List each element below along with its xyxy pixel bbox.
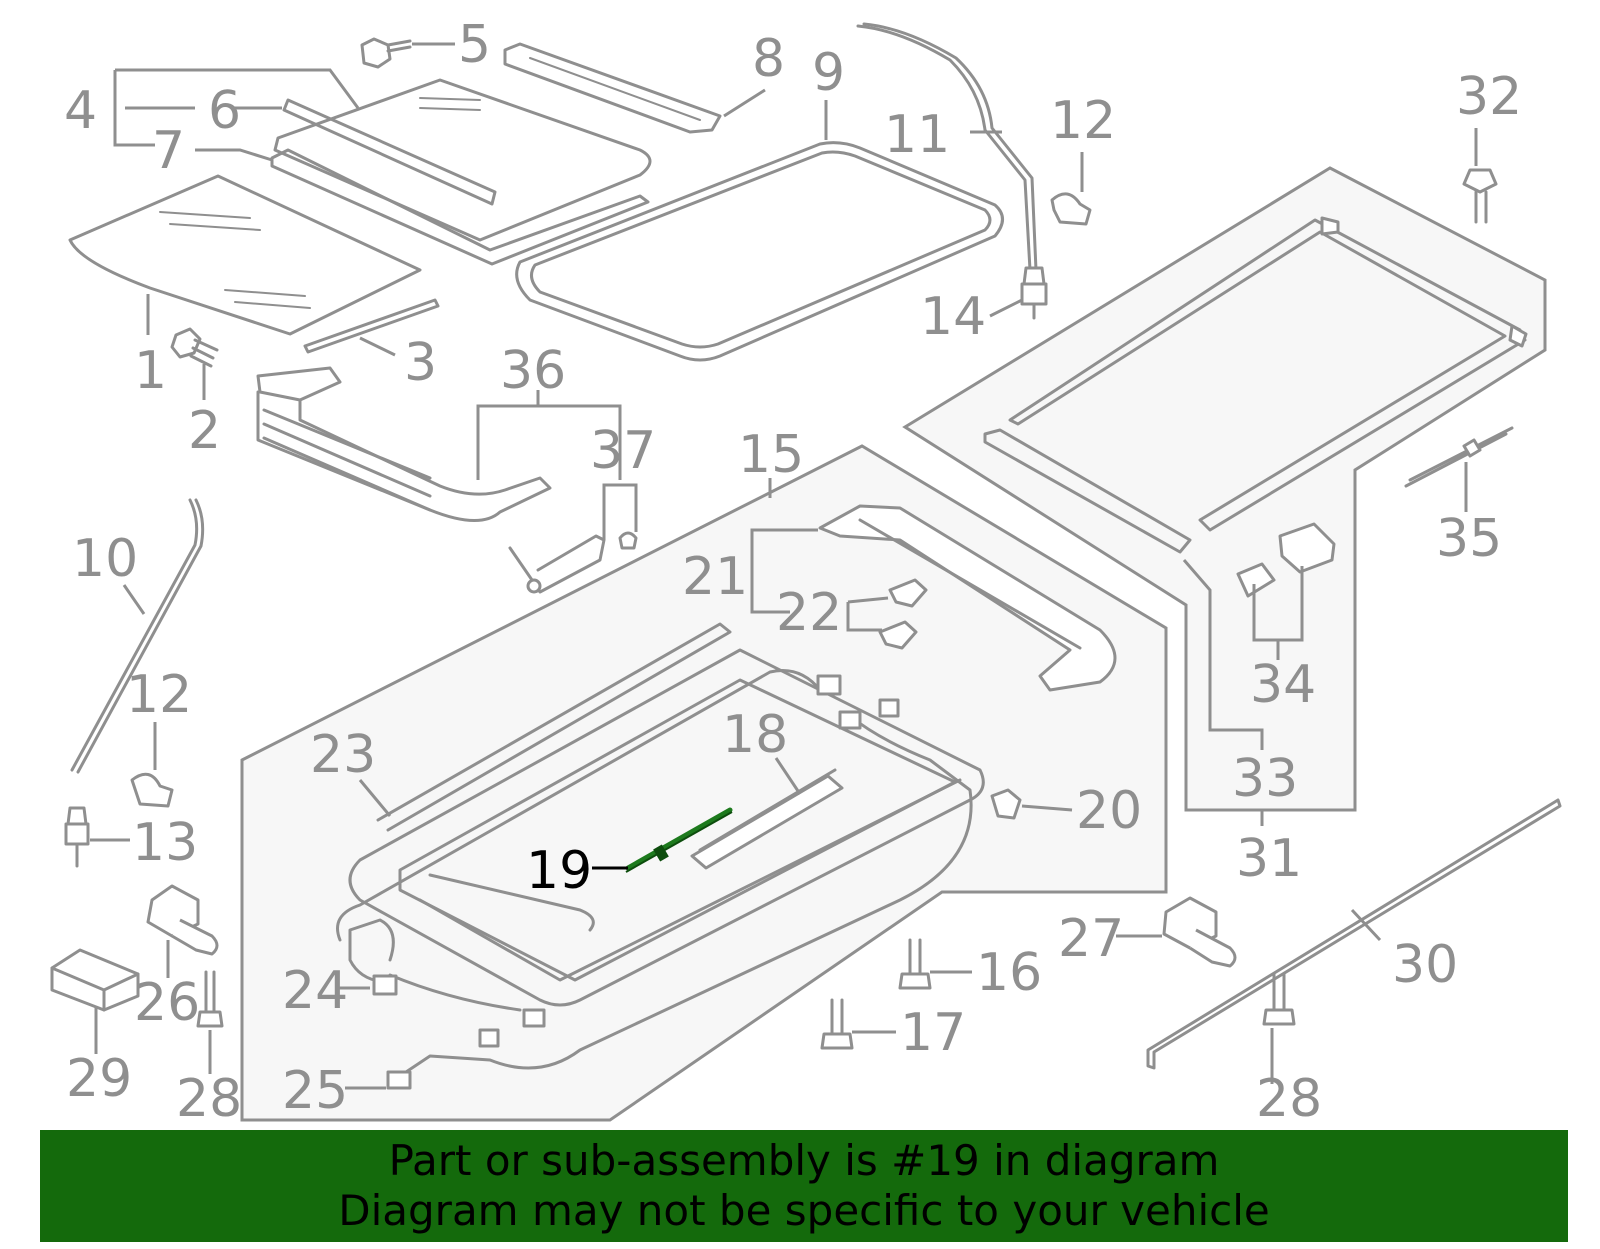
part-32-bolt (1462, 168, 1498, 224)
part-20-clip (990, 788, 1022, 820)
part-12-clip-left (130, 772, 174, 808)
part-27-motor (1162, 896, 1237, 968)
callout-30: 30 (1392, 935, 1458, 995)
part-13-connector (64, 806, 90, 868)
callout-28-right: 28 (1256, 1069, 1322, 1129)
callout-3: 3 (404, 333, 437, 393)
part-37-link (508, 531, 638, 594)
callout-32: 32 (1456, 67, 1522, 127)
info-banner: Part or sub-assembly is #19 in diagram D… (40, 1130, 1568, 1242)
part-24-25-harness (348, 674, 973, 1090)
callout-10: 10 (72, 529, 138, 589)
banner-line-disclaimer: Diagram may not be specific to your vehi… (338, 1186, 1270, 1235)
part-3-strip (303, 298, 440, 354)
callout-11: 11 (884, 105, 950, 165)
callout-23: 23 (310, 725, 376, 785)
callout-24: 24 (282, 961, 348, 1021)
part-2-bolt (170, 327, 219, 368)
callout-19: 19 (526, 841, 592, 901)
part-30-molding (1146, 798, 1562, 1070)
callout-5: 5 (458, 15, 491, 75)
callout-36: 36 (500, 341, 566, 401)
callout-12-top: 12 (1050, 91, 1116, 151)
callout-35: 35 (1436, 509, 1502, 569)
callout-13: 13 (132, 813, 198, 873)
callout-12-left: 12 (126, 665, 192, 725)
callout-9: 9 (812, 43, 845, 103)
part-18-guide (690, 768, 844, 870)
part-19-highlighted (625, 807, 733, 873)
callout-31: 31 (1236, 829, 1302, 889)
part-22-clips (878, 578, 928, 650)
callout-21: 21 (682, 547, 748, 607)
callout-7: 7 (152, 121, 185, 181)
callout-25: 25 (282, 1061, 348, 1121)
callout-18: 18 (722, 705, 788, 765)
part-11-drain-hose (856, 24, 1032, 272)
callout-29: 29 (66, 1049, 132, 1109)
callout-1: 1 (134, 341, 167, 401)
callout-27: 27 (1058, 909, 1124, 969)
callout-34: 34 (1250, 655, 1316, 715)
callout-17: 17 (900, 1003, 966, 1063)
part-28-bolt-left (196, 970, 224, 1028)
callout-6: 6 (208, 81, 241, 141)
part-21-front-rail (818, 504, 1117, 692)
part-9-frame-seal (515, 141, 1004, 362)
part-5-bolt (360, 37, 412, 69)
part-16-bolt (898, 938, 932, 990)
part-29-module (50, 948, 140, 1012)
part-26-motor (146, 884, 219, 956)
callout-8: 8 (752, 29, 785, 89)
callout-4: 4 (64, 81, 97, 141)
callout-37: 37 (590, 421, 656, 481)
callout-14: 14 (920, 287, 986, 347)
callout-20: 20 (1076, 781, 1142, 841)
part-35-bracket (1404, 426, 1514, 488)
callout-28-left: 28 (176, 1069, 242, 1129)
part-17-bolt (820, 998, 854, 1050)
part-6-seal-strip (282, 98, 497, 206)
part-4-upper-glass (273, 78, 652, 242)
callout-labels: 1 2 3 4 5 6 7 8 9 10 11 12 12 13 14 15 1… (64, 15, 1522, 1129)
callout-26: 26 (134, 973, 200, 1033)
group-panel-15 (240, 444, 1168, 1122)
part-31-sunshade-assembly (983, 216, 1528, 554)
callout-2: 2 (188, 401, 221, 461)
part-10-drain-hose (70, 498, 199, 772)
banner-line-part: Part or sub-assembly is #19 in diagram (388, 1136, 1220, 1185)
part-36-frame (256, 366, 552, 522)
part-1-glass-panel (68, 174, 422, 336)
group-panel-31 (902, 166, 1547, 812)
part-14-connector (1020, 266, 1048, 320)
part-15-frame-assembly (348, 648, 985, 1007)
part-8-deflector (503, 42, 722, 134)
part-7-seal (270, 148, 650, 266)
callout-16: 16 (976, 943, 1042, 1003)
leader-lines (90, 42, 1478, 1090)
part-23-drive-cable (336, 622, 822, 942)
callout-22: 22 (776, 583, 842, 643)
part-12-clip-top (1050, 192, 1092, 226)
part-34-clips (1236, 522, 1336, 598)
callout-33: 33 (1232, 749, 1298, 809)
callout-15: 15 (738, 425, 804, 485)
